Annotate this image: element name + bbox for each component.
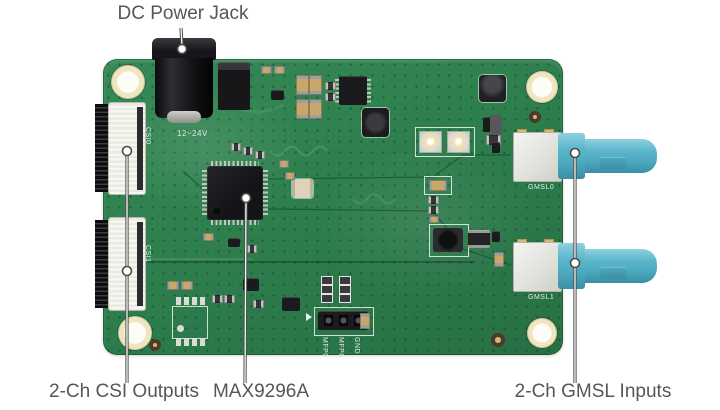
smd-component (285, 172, 295, 180)
fiducial-mark (491, 333, 505, 347)
csi0-fpc-comb (95, 104, 110, 192)
dc-power-jack (152, 38, 216, 60)
header-pin (339, 315, 348, 326)
csi1-latch (137, 222, 143, 306)
annotation-csi-outputs: 2-Ch CSI Outputs (49, 381, 199, 402)
pcb-board: 12~24V CSI0 CSI1 (95, 38, 657, 358)
gmsl1-shield (513, 242, 562, 292)
fakra-key-tab (600, 267, 626, 279)
silk-box (424, 176, 452, 195)
smd-component (203, 233, 214, 241)
smd-component (325, 93, 336, 101)
smd-component (274, 66, 285, 74)
smd-component (279, 160, 289, 168)
smd-component (228, 238, 240, 247)
smd-component (261, 66, 272, 74)
fakra-connector-gmsl1-base (558, 243, 585, 289)
smd-component (490, 115, 502, 135)
unpopulated-footprint (172, 306, 208, 339)
inductor (362, 108, 389, 137)
dc-power-jack-pins (167, 111, 201, 123)
led (419, 131, 442, 153)
led-silk-box (415, 127, 475, 157)
smd-component (243, 278, 259, 291)
header-pin (354, 315, 363, 326)
silkscreen-gnd: GND (353, 337, 360, 355)
smd-component (212, 295, 223, 303)
smd-component (360, 313, 370, 329)
gmsl0-shield (513, 132, 562, 182)
inductor (433, 228, 463, 252)
silkscreen-arrow (306, 313, 312, 321)
fakra-connector-gmsl0-base (558, 133, 585, 179)
header-pin (324, 315, 333, 326)
mounting-hole (527, 318, 557, 348)
soic8-chip (339, 76, 367, 105)
chip-pin1-dot (213, 206, 221, 214)
silkscreen-mfp6: MFP6 (337, 337, 344, 358)
smd-component (181, 281, 193, 290)
silkscreen-gmsl1: GMSL1 (528, 294, 555, 301)
dc-power-jack-body (155, 58, 213, 118)
csi1-fpc-comb (95, 220, 110, 308)
smd-component (271, 90, 284, 100)
footprint-dot (177, 325, 184, 332)
smd-component (243, 147, 253, 155)
footprint-pads (176, 338, 181, 346)
smd-component (309, 75, 322, 95)
smd-component (247, 245, 257, 253)
smd-component (494, 252, 504, 267)
smd-component (282, 297, 300, 311)
smd-component (492, 142, 500, 153)
smd-component (428, 196, 439, 204)
smd-component (167, 281, 179, 290)
qfp-pins (211, 220, 259, 225)
csi0-latch (137, 107, 143, 190)
tvs-diode (218, 62, 250, 110)
smd-component (296, 99, 309, 119)
annotation-gmsl-inputs: 2-Ch GMSL Inputs (514, 381, 672, 402)
smd-component (296, 75, 309, 95)
silkscreen-gmsl0: GMSL0 (528, 184, 555, 191)
silkscreen-csi1: CSI1 (144, 245, 151, 263)
header-silk-box (314, 307, 374, 336)
qfp-pins (202, 170, 207, 216)
smd-component (224, 295, 235, 303)
fiducial-mark (149, 339, 161, 351)
smd-component (429, 180, 447, 191)
pad-strip (340, 277, 350, 284)
crystal-oscillator (292, 179, 313, 198)
qfp-pins (263, 170, 268, 216)
led (447, 131, 470, 153)
smd-component (492, 231, 500, 242)
power-inductor (479, 75, 506, 102)
smd-component (253, 300, 264, 308)
smd-component (429, 216, 439, 223)
annotation-max9296a: MAX9296A (212, 381, 310, 402)
smd-component (325, 82, 336, 90)
silkscreen-voltage: 12~24V (177, 129, 208, 138)
smd-component (255, 151, 265, 159)
smd-component (428, 206, 439, 214)
smd-component (367, 79, 371, 103)
annotation-dc-power-jack: DC Power Jack (117, 3, 249, 24)
fiducial-mark (529, 111, 541, 123)
smd-component (309, 99, 322, 119)
fakra-key-tab (600, 157, 626, 169)
mounting-hole (526, 71, 558, 103)
smd-component (468, 230, 490, 248)
smd-component (335, 79, 339, 103)
footprint-pads (176, 297, 181, 305)
silkscreen-csi0: CSI0 (144, 127, 151, 145)
mounting-hole (118, 316, 152, 350)
pad-strip (322, 277, 332, 284)
qfp-pins (211, 161, 259, 166)
mounting-hole (111, 65, 145, 99)
smd-component (231, 143, 241, 151)
silkscreen-mfp0: MFP0 (321, 337, 328, 358)
